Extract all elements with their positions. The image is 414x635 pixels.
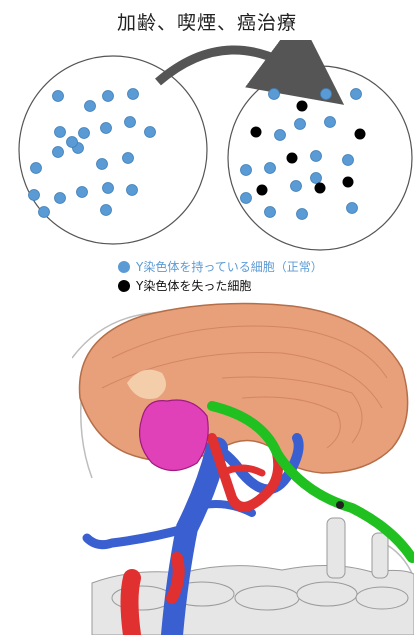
legend-normal-label: Y染色体を持っている細胞（正常） <box>136 258 323 275</box>
legend-normal-cells: Y染色体を持っている細胞（正常） <box>118 258 323 275</box>
normal-cell-dot <box>265 163 276 174</box>
cell-population-diagram <box>0 40 414 255</box>
normal-cell-dot <box>103 91 114 102</box>
normal-cell-dot <box>39 207 50 218</box>
normal-cell-dot <box>101 123 112 134</box>
normal-cell-dot <box>265 207 276 218</box>
lost-cell-dot <box>315 183 326 194</box>
brain-3d-illustration <box>72 298 414 635</box>
normal-cell-dot <box>311 151 322 162</box>
lost-cell-dot <box>287 153 298 164</box>
normal-cell-dot <box>347 203 358 214</box>
normal-cell-dot <box>53 147 64 158</box>
normal-cell-dot <box>295 119 306 130</box>
normal-cell-dot <box>127 185 138 196</box>
blue-dot-icon <box>118 261 130 273</box>
normal-cell-dot <box>311 173 322 184</box>
normal-cell-dot <box>79 128 90 139</box>
normal-cell-dot <box>85 101 96 112</box>
normal-cell-dot <box>55 127 66 138</box>
normal-cell-dot <box>291 181 302 192</box>
lost-cell-dot <box>251 127 262 138</box>
lost-cell-dot <box>343 177 354 188</box>
brain-cortex <box>80 304 408 473</box>
legend-lost-cells: Y染色体を失った細胞 <box>118 277 251 294</box>
black-dot-icon <box>118 280 130 292</box>
normal-cell-dot <box>55 193 66 204</box>
normal-cell-dot <box>53 91 64 102</box>
normal-cell-dot <box>128 89 139 100</box>
normal-cell-dot <box>241 193 252 204</box>
normal-cell-dot <box>77 187 88 198</box>
lost-cell-dot <box>355 129 366 140</box>
normal-cell-dot <box>103 183 114 194</box>
normal-cell-dot <box>241 165 252 176</box>
lost-cell-dot <box>257 185 268 196</box>
diagram-title: 加齢、喫煙、癌治療 <box>0 8 414 35</box>
normal-cell-dot <box>343 155 354 166</box>
normal-cell-dot <box>297 209 308 220</box>
pink-structure <box>140 400 209 471</box>
normal-cell-dot <box>325 117 336 128</box>
normal-cell-dot <box>29 190 40 201</box>
normal-cell-dot <box>351 89 362 100</box>
normal-cell-dot <box>269 89 280 100</box>
normal-cell-dot <box>125 117 136 128</box>
normal-cell-dot <box>321 89 332 100</box>
normal-cell-dot <box>123 153 134 164</box>
normal-cell-dot <box>101 205 112 216</box>
normal-cell-dot <box>145 127 156 138</box>
legend-lost-label: Y染色体を失った細胞 <box>136 277 251 294</box>
normal-cell-dot <box>67 137 78 148</box>
lost-cell-dot <box>297 101 308 112</box>
small-nodule <box>336 501 344 509</box>
normal-cell-dot <box>97 159 108 170</box>
normal-cell-dot <box>275 130 286 141</box>
normal-cell-dot <box>31 163 42 174</box>
